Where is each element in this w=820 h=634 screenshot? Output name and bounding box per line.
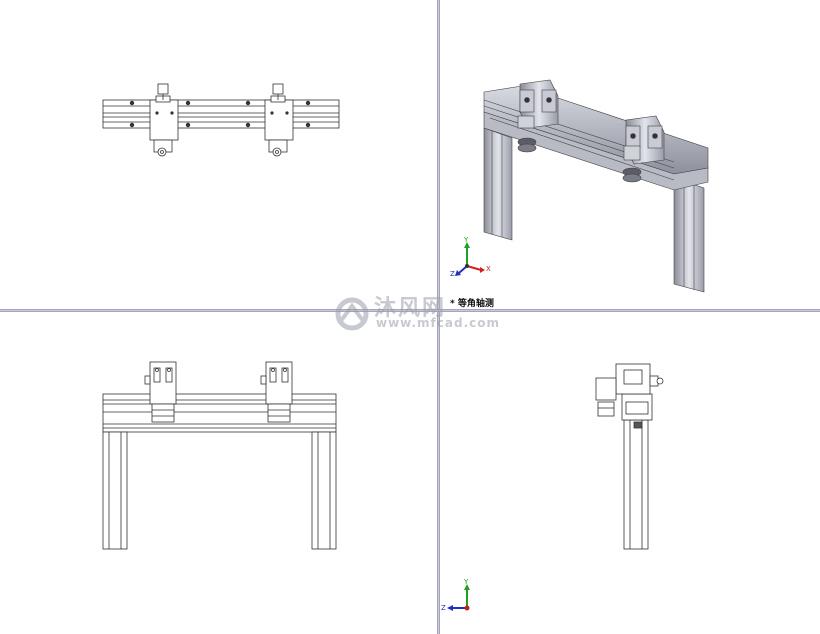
top-view-drawing [102,83,340,157]
watermark: 沐风网 www.mfcad.com [330,292,500,338]
axis-z-label-side: Z [441,604,446,612]
axis-triad-side [447,584,470,611]
watermark-url: www.mfcad.com [376,316,500,330]
isometric-drawing [455,79,709,293]
axis-x-label: X [486,265,491,273]
viewport-splitter-horizontal[interactable] [0,309,820,312]
isometric-viewport[interactable]: Y X Z [440,0,820,309]
top-view-viewport[interactable] [0,0,437,309]
isometric-view-label: * 等角轴测 [450,299,494,309]
watermark-title: 沐风网 [374,296,447,321]
side-view-viewport[interactable]: Y Z [440,312,820,634]
front-view-viewport[interactable] [0,312,437,634]
axis-y-label-side: Y [464,578,469,586]
axis-y-label: Y [464,236,469,244]
watermark-logo-icon [335,297,369,331]
front-view-drawing [102,361,337,550]
side-view-drawing [447,363,664,611]
viewport-splitter-vertical[interactable] [437,0,440,634]
axis-triad-iso [455,242,485,276]
axis-z-label: Z [450,270,455,278]
